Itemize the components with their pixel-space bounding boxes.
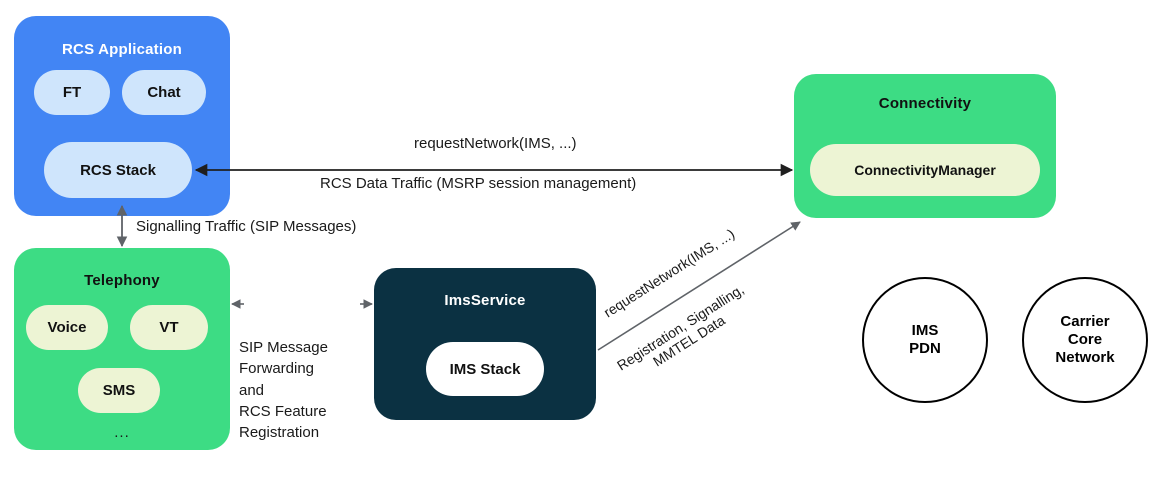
node-ims-pdn-label: IMS PDN	[909, 322, 941, 359]
node-telephony-title: Telephony	[84, 272, 160, 289]
node-rcs-stack: RCS Stack	[44, 142, 192, 198]
node-sms: SMS	[78, 368, 160, 413]
edge-label-signalling-traffic: Signalling Traffic (SIP Messages)	[136, 218, 357, 235]
node-carrier-core-network: Carrier Core Network	[1022, 277, 1148, 403]
node-carrier-core-network-label: Carrier Core Network	[1055, 313, 1114, 368]
edge-label-request-network-rcs: requestNetwork(IMS, ...)	[414, 135, 577, 152]
edge-label-sip-message-forwarding: SIP Message Forwarding and RCS Feature R…	[239, 337, 359, 443]
carrier-line-3: Network	[1055, 349, 1115, 367]
node-rcs-application-title: RCS Application	[62, 41, 182, 58]
ims-pdn-line-1: IMS	[911, 321, 939, 339]
node-vt: VT	[130, 305, 208, 350]
sip-fwd-line-2: Forwarding	[239, 360, 315, 378]
carrier-line-2: Core	[1067, 330, 1103, 348]
node-voice: Voice	[26, 305, 108, 350]
sip-fwd-line-3: and	[239, 381, 265, 399]
node-chat: Chat	[122, 70, 206, 115]
node-connectivity-manager: ConnectivityManager	[810, 144, 1040, 196]
node-ims-service-title: ImsService	[444, 292, 526, 309]
node-ims-pdn: IMS PDN	[862, 277, 988, 403]
edge-label-rcs-data-traffic: RCS Data Traffic (MSRP session managemen…	[320, 175, 637, 192]
sip-fwd-line-5: Registration	[239, 424, 320, 442]
sip-fwd-line-4: RCS Feature	[239, 402, 327, 420]
node-ims-stack: IMS Stack	[426, 342, 544, 396]
node-telephony-more: ...	[114, 424, 130, 441]
carrier-line-1: Carrier	[1060, 312, 1110, 330]
node-ft: FT	[34, 70, 110, 115]
node-connectivity-title: Connectivity	[878, 95, 972, 112]
ims-pdn-line-2: PDN	[909, 340, 941, 357]
sip-fwd-line-1: SIP Message	[239, 339, 328, 356]
